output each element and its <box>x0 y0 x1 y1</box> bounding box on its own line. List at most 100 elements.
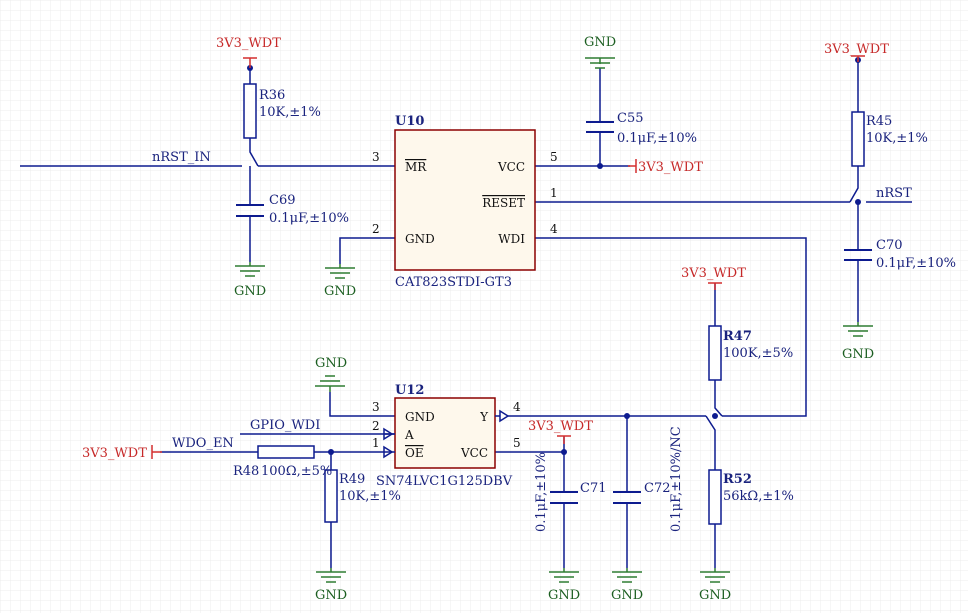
pin-name-y: Y <box>479 410 489 424</box>
ground-icon <box>843 322 873 337</box>
ic-part-number: SN74LVC1G125DBV <box>376 474 513 489</box>
pin-number: 3 <box>372 400 380 414</box>
junction-dot-icon <box>561 449 567 455</box>
ground-r49: GND <box>315 568 347 603</box>
net-label-gpio-wdi: GPIO_WDI <box>250 418 320 433</box>
pin-number: 5 <box>513 436 521 450</box>
power-port-u12-vcc: 3V3_WDT <box>528 419 593 444</box>
pin-number: 5 <box>550 150 558 164</box>
ground-r52: GND <box>699 568 731 603</box>
pin-number: 4 <box>513 400 521 414</box>
ground-label: GND <box>315 588 347 603</box>
ground-c70: GND <box>842 322 874 362</box>
ic-designator: U10 <box>395 114 424 129</box>
capacitor-value: 0.1μF,±10%/NC <box>669 426 684 532</box>
ground-label: GND <box>548 588 580 603</box>
ground-c55: GND <box>584 35 616 69</box>
net-label-nrst: nRST <box>876 186 912 201</box>
ground-u10: GND <box>324 264 356 299</box>
ground-icon <box>235 262 265 277</box>
pin-name-reset: RESET <box>482 196 525 210</box>
resistor-value: 56kΩ,±1% <box>723 489 794 504</box>
capacitor-c71: C71 0.1μF,±10% <box>534 452 607 532</box>
power-port-icon <box>708 282 722 290</box>
ground-label: GND <box>315 356 347 371</box>
power-label: 3V3_WDT <box>82 446 147 461</box>
pin-name-mr: MR <box>405 160 427 174</box>
power-port-icon <box>851 55 865 62</box>
ground-label: GND <box>234 284 266 299</box>
junction-dot-icon <box>328 449 334 455</box>
capacitor-c72: C72 0.1μF,±10%/NC <box>613 426 684 532</box>
capacitor-ref: C70 <box>876 238 903 253</box>
pin-name-wdi: WDI <box>498 232 525 246</box>
capacitor-ref: C55 <box>617 111 644 126</box>
power-port-wdo-en: 3V3_WDT <box>82 445 162 461</box>
capacitor-value: 0.1μF,±10% <box>534 452 549 532</box>
capacitor-value: 0.1μF,±10% <box>269 211 349 226</box>
capacitor-ref: C72 <box>644 481 671 496</box>
net-label-wdo-en: WDO_EN <box>172 436 234 451</box>
resistor-ref: R49 <box>339 472 365 487</box>
ground-icon <box>316 568 346 583</box>
power-port-icon <box>628 159 637 173</box>
ic-part-number: CAT823STDI-GT3 <box>395 275 512 290</box>
capacitor-ref: C69 <box>269 193 296 208</box>
ground-c71: GND <box>548 568 580 603</box>
ground-label: GND <box>584 35 616 50</box>
ground-label: GND <box>842 347 874 362</box>
pin-name-vcc: VCC <box>497 160 525 174</box>
resistor-ref: R45 <box>866 114 892 129</box>
ground-icon <box>700 568 730 583</box>
resistor-value: 100Ω,±5% <box>261 464 332 479</box>
power-port-r47: 3V3_WDT <box>681 266 746 290</box>
junction-dot-icon <box>712 413 718 419</box>
pin-number: 4 <box>550 222 558 236</box>
pin-name-oe: OE <box>405 446 424 460</box>
capacitor-c55: C55 0.1μF,±10% <box>586 111 697 146</box>
pin-name-gnd: GND <box>405 232 435 246</box>
resistor-r52: R52 56kΩ,±1% <box>708 469 794 525</box>
junctions <box>247 57 861 455</box>
pin-number: 2 <box>372 222 380 236</box>
pin-name-gnd: GND <box>405 410 435 424</box>
resistor-r45: R45 10K,±1% <box>851 111 928 167</box>
resistor-ref: R48 <box>233 464 259 479</box>
resistor-r49: R49 10K,±1% <box>324 469 401 523</box>
ground-label: GND <box>611 588 643 603</box>
ground-icon <box>612 568 642 583</box>
capacitor-value: 0.1μF,±10% <box>876 256 956 271</box>
junction-dot-icon <box>855 199 861 205</box>
capacitor-ref: C71 <box>580 481 607 496</box>
power-label: 3V3_WDT <box>681 266 746 281</box>
ground-c69: GND <box>234 262 266 299</box>
power-port-u10-vcc: 3V3_WDT <box>628 159 703 175</box>
ic-designator: U12 <box>395 383 424 398</box>
power-port-icon <box>557 435 571 444</box>
ground-icon <box>549 568 579 583</box>
pin-name-vcc: VCC <box>460 446 488 460</box>
ground-icon <box>315 375 345 392</box>
resistor-r47: R47 100K,±5% <box>708 325 793 381</box>
ic-u12: U12 SN74LVC1G125DBV 3 2 1 4 5 GND A OE Y… <box>372 383 521 489</box>
pin-name-a: A <box>404 428 414 442</box>
resistor-ref: R36 <box>259 88 285 103</box>
junction-dot-icon <box>624 413 630 419</box>
power-port-r45: 3V3_WDT <box>824 42 889 62</box>
power-label: 3V3_WDT <box>216 36 281 51</box>
capacitor-c69: C69 0.1μF,±10% <box>236 193 349 226</box>
resistor-value: 100K,±5% <box>723 346 793 361</box>
resistor-r48: R48 100Ω,±5% <box>233 445 332 479</box>
power-port-icon <box>243 57 257 68</box>
pin-number: 1 <box>372 436 380 450</box>
capacitor-value: 0.1μF,±10% <box>617 131 697 146</box>
power-label: 3V3_WDT <box>824 42 889 57</box>
ground-u12: GND <box>315 356 347 392</box>
ground-icon <box>585 57 615 69</box>
capacitor-c70: C70 0.1μF,±10% <box>844 238 956 271</box>
ic-u10: U10 CAT823STDI-GT3 3 2 5 1 4 MR GND VCC … <box>372 114 558 290</box>
junction-dot-icon <box>597 163 603 169</box>
wires <box>20 60 912 568</box>
resistor-value: 10K,±1% <box>259 105 321 120</box>
